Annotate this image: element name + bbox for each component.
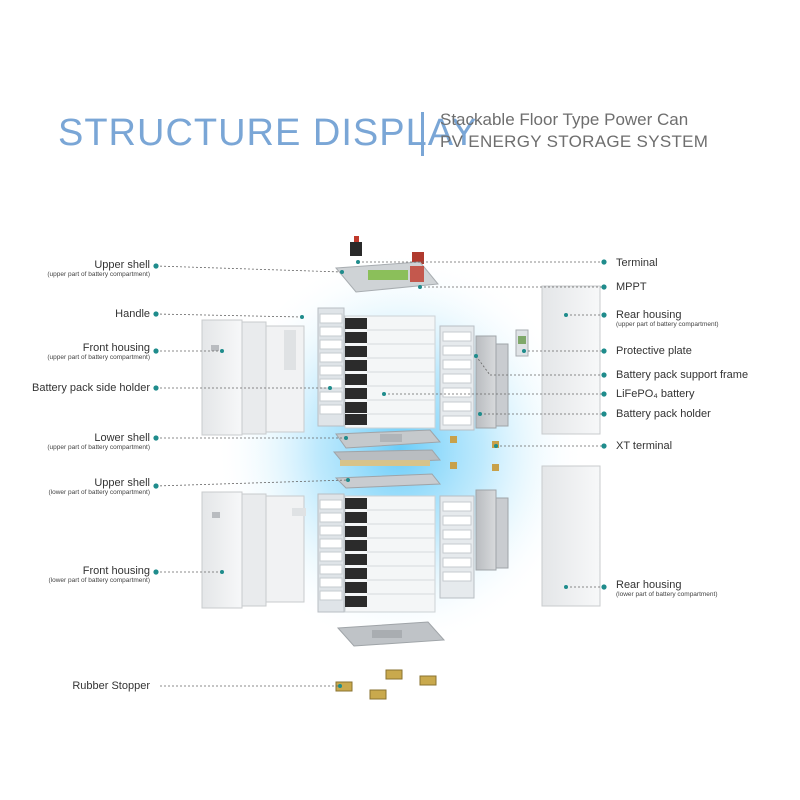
subtitle-line-2: PV ENERGY STORAGE SYSTEM	[440, 132, 709, 151]
lower-shell-upper	[335, 429, 442, 449]
rear-housing-upper	[541, 285, 601, 435]
battery-pack-holder-upper	[475, 335, 509, 429]
label-protective-plate: Protective plate	[616, 345, 692, 357]
label-main: Front housing	[82, 565, 150, 577]
label-main: Upper shell	[94, 477, 150, 489]
label-mppt: MPPT	[616, 281, 647, 293]
subtitle-line-1: Stackable Floor Type Power Can	[440, 110, 689, 129]
label-sub: (upper part of battery compartment)	[47, 271, 150, 278]
front-housing-lower	[201, 491, 305, 609]
label-main: Battery pack side holder	[31, 382, 150, 394]
label-front-housing-top: Front housing (upper part of battery com…	[47, 342, 150, 362]
bottom-base	[336, 621, 446, 647]
handle-lower	[292, 508, 306, 516]
battery-side-holder-lower	[317, 493, 345, 613]
label-pack-holder: Battery pack holder	[616, 408, 711, 420]
battery-support-frame-upper	[439, 325, 475, 431]
upper-shell-lower-compartment	[332, 449, 442, 489]
label-lifepo4: LiFePO₄ battery	[616, 388, 694, 400]
label-support-frame: Battery pack support frame	[616, 369, 748, 381]
label-main: Terminal	[616, 257, 658, 269]
label-main: Rubber Stopper	[72, 680, 150, 692]
label-front-housing-lower: Front housing (lower part of battery com…	[48, 565, 150, 585]
label-main: XT terminal	[616, 440, 673, 452]
rear-housing-lower	[541, 465, 601, 607]
battery-side-holder-upper	[317, 307, 345, 427]
label-xt-terminal: XT terminal	[616, 440, 672, 452]
label-upper-shell-lower: Upper shell (lower part of battery compa…	[48, 477, 150, 497]
label-handle: Handle	[115, 308, 150, 320]
label-main: Battery pack support frame	[616, 369, 749, 381]
rubber-stoppers	[335, 669, 437, 700]
label-main: Lower shell	[94, 432, 150, 444]
label-sub: (upper part of battery compartment)	[47, 444, 150, 451]
title-divider	[421, 112, 424, 156]
label-main: LiFePO₄ battery	[616, 388, 695, 400]
label-main: Handle	[115, 308, 150, 320]
label-terminal: Terminal	[616, 257, 658, 269]
lifepo4-battery-upper	[344, 315, 436, 429]
label-rubber-stopper: Rubber Stopper	[72, 680, 150, 692]
leader-lines	[155, 261, 604, 687]
page-title: STRUCTURE DISPLAY	[58, 112, 478, 154]
label-main: Rear housing	[616, 309, 682, 321]
label-main: MPPT	[616, 281, 647, 293]
label-lower-shell: Lower shell (upper part of battery compa…	[47, 432, 150, 452]
label-sub: (lower part of battery compartment)	[616, 591, 718, 598]
battery-support-frame-lower	[439, 495, 475, 599]
label-sub: (lower part of battery compartment)	[48, 577, 150, 584]
label-sub: (upper part of battery compartment)	[47, 354, 150, 361]
label-main: Upper shell	[94, 259, 150, 271]
label-main: Battery pack holder	[616, 408, 711, 420]
lifepo4-battery-lower	[344, 495, 436, 613]
leader-dots	[153, 259, 607, 688]
label-sub: (lower part of battery compartment)	[48, 489, 150, 496]
front-housing-upper	[201, 319, 305, 436]
label-rear-housing-lower: Rear housing (lower part of battery comp…	[616, 579, 718, 599]
terminal-part	[350, 236, 424, 264]
mppt-board	[334, 261, 439, 293]
label-main: Front housing	[82, 342, 150, 354]
label-sub: (upper part of battery compartment)	[616, 321, 719, 328]
label-rear-housing-top: Rear housing (upper part of battery comp…	[616, 309, 719, 329]
label-side-holder: Battery pack side holder	[32, 382, 150, 394]
label-main: Rear housing	[616, 579, 682, 591]
label-upper-shell-top: Upper shell (upper part of battery compa…	[47, 259, 150, 279]
battery-pack-holder-lower	[475, 489, 509, 571]
label-main: Protective plate	[616, 345, 692, 357]
